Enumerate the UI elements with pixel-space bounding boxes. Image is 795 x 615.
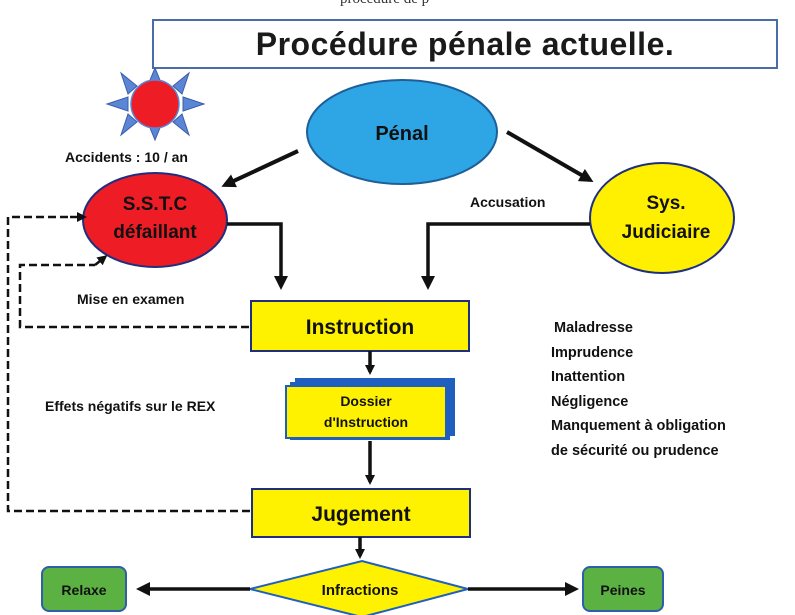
penal-node: Pénal — [306, 79, 498, 185]
sstc-label-line1: S.S.T.C — [123, 194, 188, 215]
accidents-label: Accidents : 10 / an — [65, 149, 188, 165]
relaxe-label: Relaxe — [61, 582, 106, 598]
peines-label: Peines — [600, 582, 645, 598]
fault-item: Manquement à obligation — [551, 418, 726, 434]
penal-label: Pénal — [375, 123, 428, 145]
fault-item: Imprudence — [551, 344, 634, 361]
dashed-instruction-to-sstc — [18, 263, 249, 329]
page-title: Procédure pénale actuelle. — [255, 25, 675, 62]
instruction-node: Instruction — [250, 300, 470, 352]
dossier-label-line2: d'Instruction — [324, 414, 408, 430]
dossier-node: Dossier d'Instruction — [285, 378, 455, 440]
dossier-label-line1: Dossier — [340, 393, 392, 409]
mise-en-examen-label: Mise en examen — [77, 291, 185, 307]
arrow-penal-to-sys — [505, 130, 594, 183]
sys-label-line2: Judiciaire — [622, 222, 711, 243]
arrow-sstc-to-instruction — [227, 222, 288, 290]
jugement-label: Jugement — [311, 503, 410, 526]
sys-label-line1: Sys. — [646, 193, 685, 214]
jugement-node: Jugement — [251, 488, 471, 538]
title-box: Procédure pénale actuelle. — [152, 19, 778, 69]
accident-sun-icon — [105, 66, 206, 142]
dashed-jugement-to-sstc — [6, 215, 250, 513]
arrow-penal-to-sstc — [221, 149, 299, 188]
infractions-node: Infractions — [249, 559, 472, 615]
peines-node: Peines — [582, 566, 664, 612]
fault-list: Maladresse Imprudence Inattention Néglig… — [551, 316, 726, 463]
sys-judiciaire-node: Sys. Judiciaire — [589, 162, 735, 274]
infractions-label: Infractions — [322, 582, 399, 599]
sstc-node: S.S.T.C défaillant — [82, 172, 228, 268]
cut-off-header-text: procédure de p — [340, 0, 429, 8]
fault-item: Négligence — [551, 393, 629, 410]
sstc-label-line2: défaillant — [113, 222, 197, 243]
accusation-label: Accusation — [470, 194, 546, 210]
fault-item: Maladresse — [554, 320, 633, 336]
effets-negatifs-label: Effets négatifs sur le REX — [45, 398, 216, 414]
relaxe-node: Relaxe — [41, 566, 127, 612]
instruction-label: Instruction — [306, 316, 415, 339]
arrow-sys-to-instruction — [421, 222, 590, 290]
dashed-arrow-head-1 — [94, 255, 108, 266]
fault-item: Inattention — [551, 369, 626, 385]
fault-item: de sécurité ou prudence — [551, 442, 719, 459]
